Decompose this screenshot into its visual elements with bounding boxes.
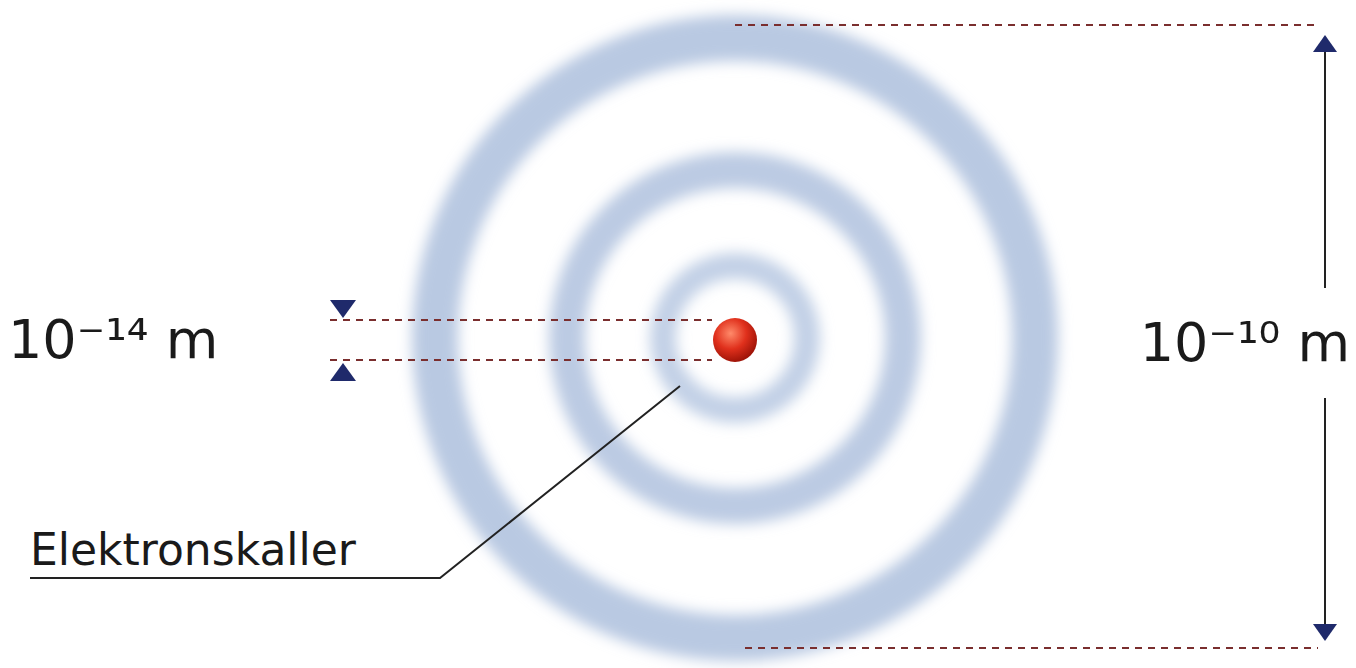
dimension-label: 10⁻¹⁴ m xyxy=(8,313,218,367)
leader-line xyxy=(30,386,680,578)
electron-shells xyxy=(435,38,1035,638)
dimension-label: 10⁻¹⁰ m xyxy=(1140,316,1350,370)
leader-label: Elektronskaller xyxy=(30,528,356,572)
nucleus xyxy=(713,318,757,362)
